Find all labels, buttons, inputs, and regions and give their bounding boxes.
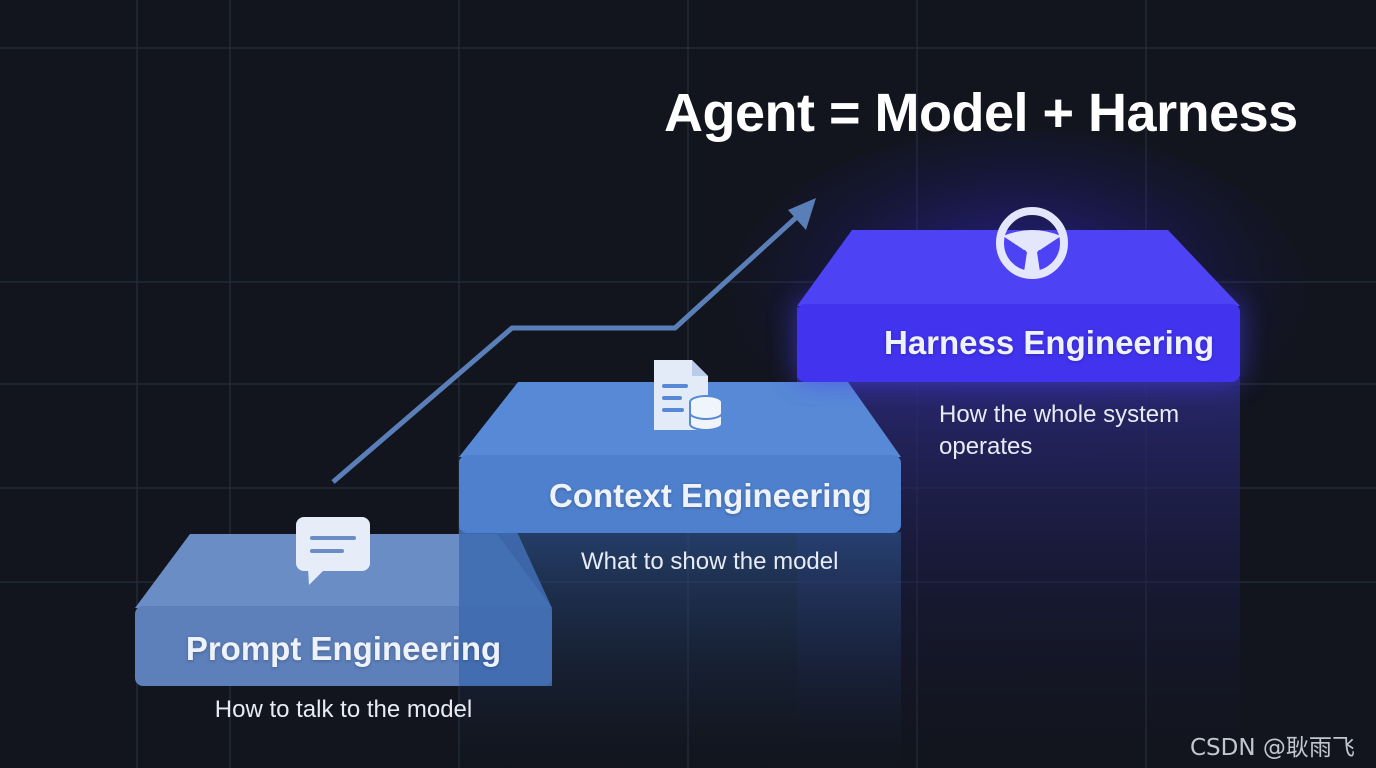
document-database-icon [654,360,723,431]
step-description-prompt: How to talk to the model [214,696,473,723]
steering-wheel-icon [996,207,1068,279]
page-title: Agent = Model + Harness [664,83,1298,143]
step-harness-engineering [797,207,1240,382]
step-context-engineering [459,360,901,686]
step-label-prompt: Prompt Engineering [185,630,502,667]
watermark: CSDN @耿雨飞 [1190,735,1355,761]
step-label-harness: Harness Engineering [884,324,1215,361]
step-prompt-engineering [135,517,552,686]
step-label-context: Context Engineering [549,477,872,514]
step-description-context: What to show the model [581,548,839,575]
step-description-harness: How the whole system operates [939,401,1180,460]
growth-arrow [331,198,816,484]
chat-bubble-icon [296,517,370,585]
